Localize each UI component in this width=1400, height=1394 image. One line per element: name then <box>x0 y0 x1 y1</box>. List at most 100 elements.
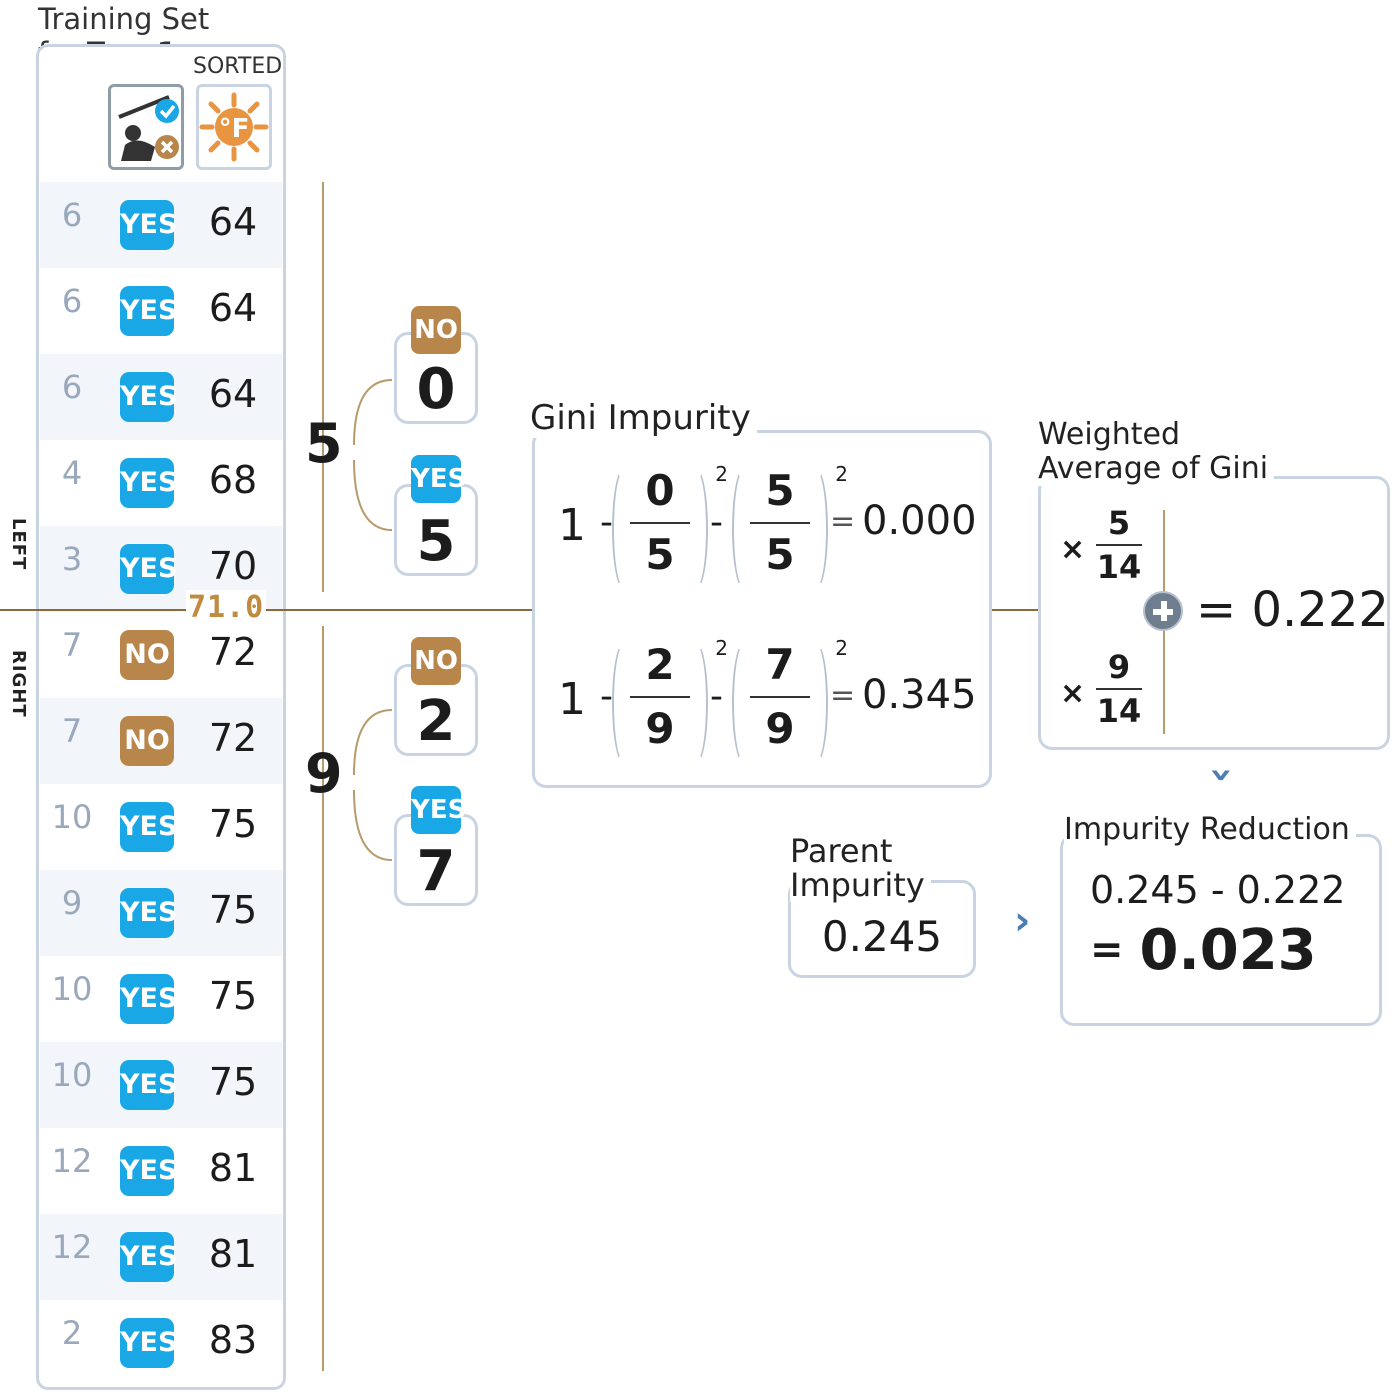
play-badge: YES <box>120 1060 177 1110</box>
temperature-value: 83 <box>208 1318 258 1362</box>
play-outcome-icon <box>108 84 184 170</box>
temperature-value: 81 <box>208 1146 258 1190</box>
reduction-result-line: = 0.023 <box>1090 918 1317 983</box>
row-id: 7 <box>61 626 83 664</box>
right-no-count: 2 <box>416 689 456 754</box>
gini-right-formula: 1 - 2 9 2 - 7 9 2 = 0.345 <box>558 636 998 780</box>
gini-right-equals: = <box>830 678 856 713</box>
table-title-line1: Training Set <box>38 2 210 36</box>
play-badge: YES <box>120 1318 177 1368</box>
chevron-down-icon: › <box>1199 766 1246 784</box>
gini-left-equals: = <box>830 504 856 539</box>
gini-left-minus-2: - <box>710 502 723 543</box>
row-id: 10 <box>51 1056 93 1094</box>
row-id: 2 <box>61 1314 83 1352</box>
left-no-tag: NO <box>411 306 461 354</box>
play-badge: YES <box>120 1146 177 1196</box>
gini-right-no-den: 9 <box>645 704 675 753</box>
table-row: 12 YES 81 <box>40 1214 282 1300</box>
reduction-equals: = <box>1090 927 1124 973</box>
right-yes-count: 7 <box>416 839 456 904</box>
play-badge: YES <box>120 372 177 422</box>
weighted-right-num: 9 <box>1107 648 1131 686</box>
temperature-value: 64 <box>208 200 258 244</box>
reduction-title: Impurity Reduction <box>1064 812 1356 847</box>
play-badge: YES <box>120 458 177 508</box>
right-label: RIGHT <box>8 650 29 718</box>
gini-right-no-exp: 2 <box>715 636 728 660</box>
gini-title: Gini Impurity <box>530 398 757 438</box>
weighted-right-times: × <box>1060 676 1086 711</box>
weighted-left-den: 14 <box>1096 548 1142 586</box>
temperature-value: 72 <box>208 630 258 674</box>
reduction-result: 0.023 <box>1139 918 1317 983</box>
gini-right-no-num: 2 <box>645 640 675 689</box>
temperature-value: 68 <box>208 458 258 502</box>
play-badge: YES <box>120 802 177 852</box>
gini-right-result: 0.345 <box>862 672 977 718</box>
row-id: 3 <box>61 540 83 578</box>
weighted-title: Weighted Average of Gini <box>1038 418 1275 486</box>
play-badge: YES <box>120 544 177 594</box>
temperature-value: 75 <box>208 802 258 846</box>
temperature-sun-icon: °F <box>196 84 272 170</box>
right-bracket-line <box>322 626 324 1371</box>
row-id: 6 <box>61 282 83 320</box>
temperature-value: 75 <box>208 888 258 932</box>
right-yes-tag: YES <box>411 786 466 834</box>
temperature-value: 75 <box>208 1060 258 1104</box>
right-branch-connector <box>353 709 393 861</box>
chevron-right-icon: › <box>1014 898 1031 944</box>
left-branch-connector <box>353 379 393 531</box>
table-row: 7 NO 72 <box>40 612 282 698</box>
gini-right-yes-den: 9 <box>765 704 795 753</box>
gini-right-one: 1 <box>558 674 586 725</box>
weighted-left-num: 5 <box>1107 504 1131 542</box>
temperature-value: 72 <box>208 716 258 760</box>
gini-left-formula: 1 - 0 5 2 - 5 5 2 = 0.000 <box>558 462 998 606</box>
gini-left-no-num: 0 <box>645 466 675 515</box>
temperature-value: 64 <box>208 286 258 330</box>
row-id: 10 <box>51 970 93 1008</box>
left-label: LEFT <box>8 518 29 571</box>
split-threshold: 71.0 <box>186 590 267 625</box>
row-id: 12 <box>51 1228 93 1266</box>
temperature-value: 64 <box>208 372 258 416</box>
left-yes-tag: YES <box>411 455 466 503</box>
play-badge: NO <box>120 716 174 766</box>
gini-left-yes-den: 5 <box>765 530 795 579</box>
table-row: 9 YES 75 <box>40 870 282 956</box>
right-total: 9 <box>305 742 343 805</box>
row-id: 9 <box>61 884 83 922</box>
left-yes-count: 5 <box>416 509 456 574</box>
table-row: 10 YES 75 <box>40 1042 282 1128</box>
gini-right-yes-num: 7 <box>765 640 795 689</box>
parent-impurity-value: 0.245 <box>821 912 943 961</box>
weighted-left-times: × <box>1060 532 1086 567</box>
right-no-tag: NO <box>411 637 461 685</box>
temperature-value: 81 <box>208 1232 258 1276</box>
play-badge: NO <box>120 630 174 680</box>
left-total: 5 <box>305 412 343 475</box>
svg-text:°F: °F <box>219 114 250 144</box>
gini-right-minus-2: - <box>710 676 723 717</box>
reduction-panel <box>1060 834 1382 1026</box>
weighted-result: = 0.222 <box>1196 582 1389 638</box>
gini-left-no-exp: 2 <box>715 462 728 486</box>
play-badge: YES <box>120 888 177 938</box>
row-id: 6 <box>61 368 83 406</box>
parent-title: Parent Impurity <box>790 834 931 902</box>
row-id: 7 <box>61 712 83 750</box>
gini-right-minus-1: - <box>600 676 613 717</box>
row-id: 4 <box>61 454 83 492</box>
gini-left-result: 0.000 <box>862 498 977 544</box>
gini-left-one: 1 <box>558 500 586 551</box>
gini-left-yes-exp: 2 <box>835 462 848 486</box>
play-badge: YES <box>120 974 177 1024</box>
temperature-value: 75 <box>208 974 258 1018</box>
reduction-expression: 0.245 - 0.222 <box>1090 868 1346 912</box>
play-badge: YES <box>120 1232 177 1282</box>
